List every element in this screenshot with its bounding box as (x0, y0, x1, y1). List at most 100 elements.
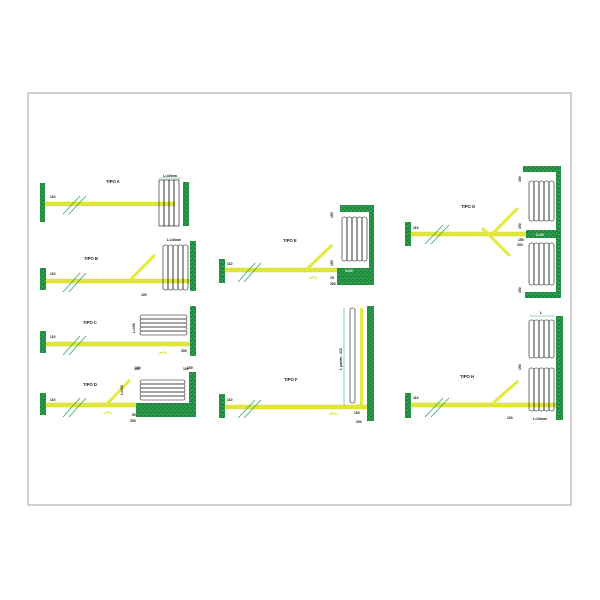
dim-label: L=16mm (533, 417, 547, 421)
break-mark (430, 397, 450, 418)
break-mark (68, 397, 87, 418)
dim-label: 15 (330, 276, 334, 280)
detail-tipo-a: 110 TIPO A L=16mm (40, 174, 189, 227)
dim-label: 200 (130, 419, 136, 423)
dim-label: C=20 (536, 233, 544, 237)
dim-label: 150 (518, 364, 522, 370)
break-mark (68, 335, 87, 356)
detail-title: TIPO H (460, 374, 474, 379)
riser-pipe (360, 308, 363, 405)
radiator-upper (528, 319, 555, 359)
dim-label: L=150 (120, 385, 124, 395)
wall-shelf (526, 230, 556, 238)
dim-label: L=16mm (163, 174, 177, 178)
radiator-lower (528, 242, 555, 286)
wall-right (190, 241, 196, 291)
dim-label: 50 (132, 413, 136, 417)
radiator-vertical (349, 307, 356, 404)
detail-tipo-f: 110 TIPO F L parete - 410 100 200 (219, 306, 374, 424)
break-mark (237, 262, 256, 283)
detail-title: TIPO D (83, 382, 97, 387)
dim-label: 100 (134, 367, 140, 371)
wall-floor (136, 403, 196, 417)
wall-left (40, 183, 45, 222)
diagonal-pipe (103, 378, 132, 408)
dim-label: 100 (354, 411, 360, 415)
wall-left (40, 268, 46, 290)
dim-label: 110 (413, 396, 419, 400)
dim-label: 110 (50, 398, 56, 402)
break-mark (62, 335, 81, 356)
detail-tipo-e: 110 TIPO E 150 150 C=20 15 200 (219, 205, 374, 286)
dim-label: 150 (518, 238, 524, 242)
wall-niche (335, 205, 374, 285)
detail-tipo-b: 110 TIPO B L=16mm 100 (40, 238, 196, 297)
dim-label: 100 (135, 366, 141, 370)
dim-label: L parete - 410 (339, 348, 343, 370)
dim-label: 110 (50, 335, 56, 339)
detail-title: TIPO A (106, 179, 120, 184)
dim-label: 110 (50, 272, 56, 276)
radiator-upper (528, 180, 555, 222)
bracket-icon (308, 276, 318, 280)
dim-label: 110 (413, 226, 419, 230)
wall-right (183, 182, 189, 226)
radiator (162, 244, 189, 291)
diagonal-pipe (490, 379, 519, 407)
diagonal-pipe-up (490, 206, 520, 236)
detail-title: TIPO E (283, 238, 297, 243)
radiator-lower (528, 367, 555, 412)
break-mark (424, 397, 444, 418)
diagonal-pipe-down (480, 226, 512, 258)
dim-label: 150 (518, 176, 522, 182)
dim-label: 100 (507, 416, 513, 420)
wall-right (190, 306, 196, 356)
detail-tipo-h: 110 TIPO H L 150 100 L=16mm (405, 311, 563, 421)
wall-left (405, 393, 411, 418)
wall-left (40, 393, 46, 415)
break-mark (243, 262, 262, 283)
radiator (158, 179, 180, 227)
dim-label: C=20 (345, 269, 353, 273)
wall-left (40, 331, 46, 353)
dim-label: 150 (330, 260, 334, 266)
dim-label: L=150 (132, 323, 136, 333)
dim-label: 150 (187, 366, 193, 370)
sheet-frame (27, 92, 572, 506)
detail-title: TIPO G (461, 204, 475, 209)
detail-title: TIPO B (84, 256, 98, 261)
break-mark (62, 195, 81, 215)
dim-label: L (540, 311, 542, 315)
detail-title: TIPO F (284, 377, 298, 382)
bracket-icon (103, 411, 113, 415)
dim-label: L=16mm (167, 238, 181, 242)
dim-label: 150 (518, 287, 522, 293)
dim-label: 150 (518, 223, 522, 229)
wall-right (556, 316, 563, 420)
radiator (341, 216, 368, 262)
diagonal-pipe (303, 243, 334, 273)
diagonal-pipe (126, 253, 157, 284)
dim-label: 200 (330, 282, 336, 286)
detail-tipo-d: 110 TIPO D 100 100 L=150 50 200 (40, 367, 196, 423)
wall-right (189, 372, 196, 417)
detail-tipo-g: 110 TIPO G 150 150 C=20 150 200 150 (405, 166, 561, 298)
break-mark (243, 399, 262, 419)
radiator (139, 314, 188, 336)
wall-left (405, 222, 411, 246)
wall-right (367, 306, 374, 421)
detail-tipo-c: 110 TIPO C L=150 200 100 150 (40, 306, 196, 370)
dim-label: 200 (356, 420, 362, 424)
wall-left (219, 394, 225, 418)
dim-label: 110 (50, 195, 56, 199)
dim-label: 200 (517, 243, 523, 247)
detail-title: TIPO C (83, 320, 97, 325)
break-mark (62, 397, 81, 418)
break-mark (424, 224, 444, 245)
dim-label: 110 (227, 398, 233, 402)
dim-label: 100 (183, 367, 189, 371)
radiator (139, 379, 186, 401)
wall-niche (523, 166, 561, 298)
dim-label: 100 (141, 293, 147, 297)
